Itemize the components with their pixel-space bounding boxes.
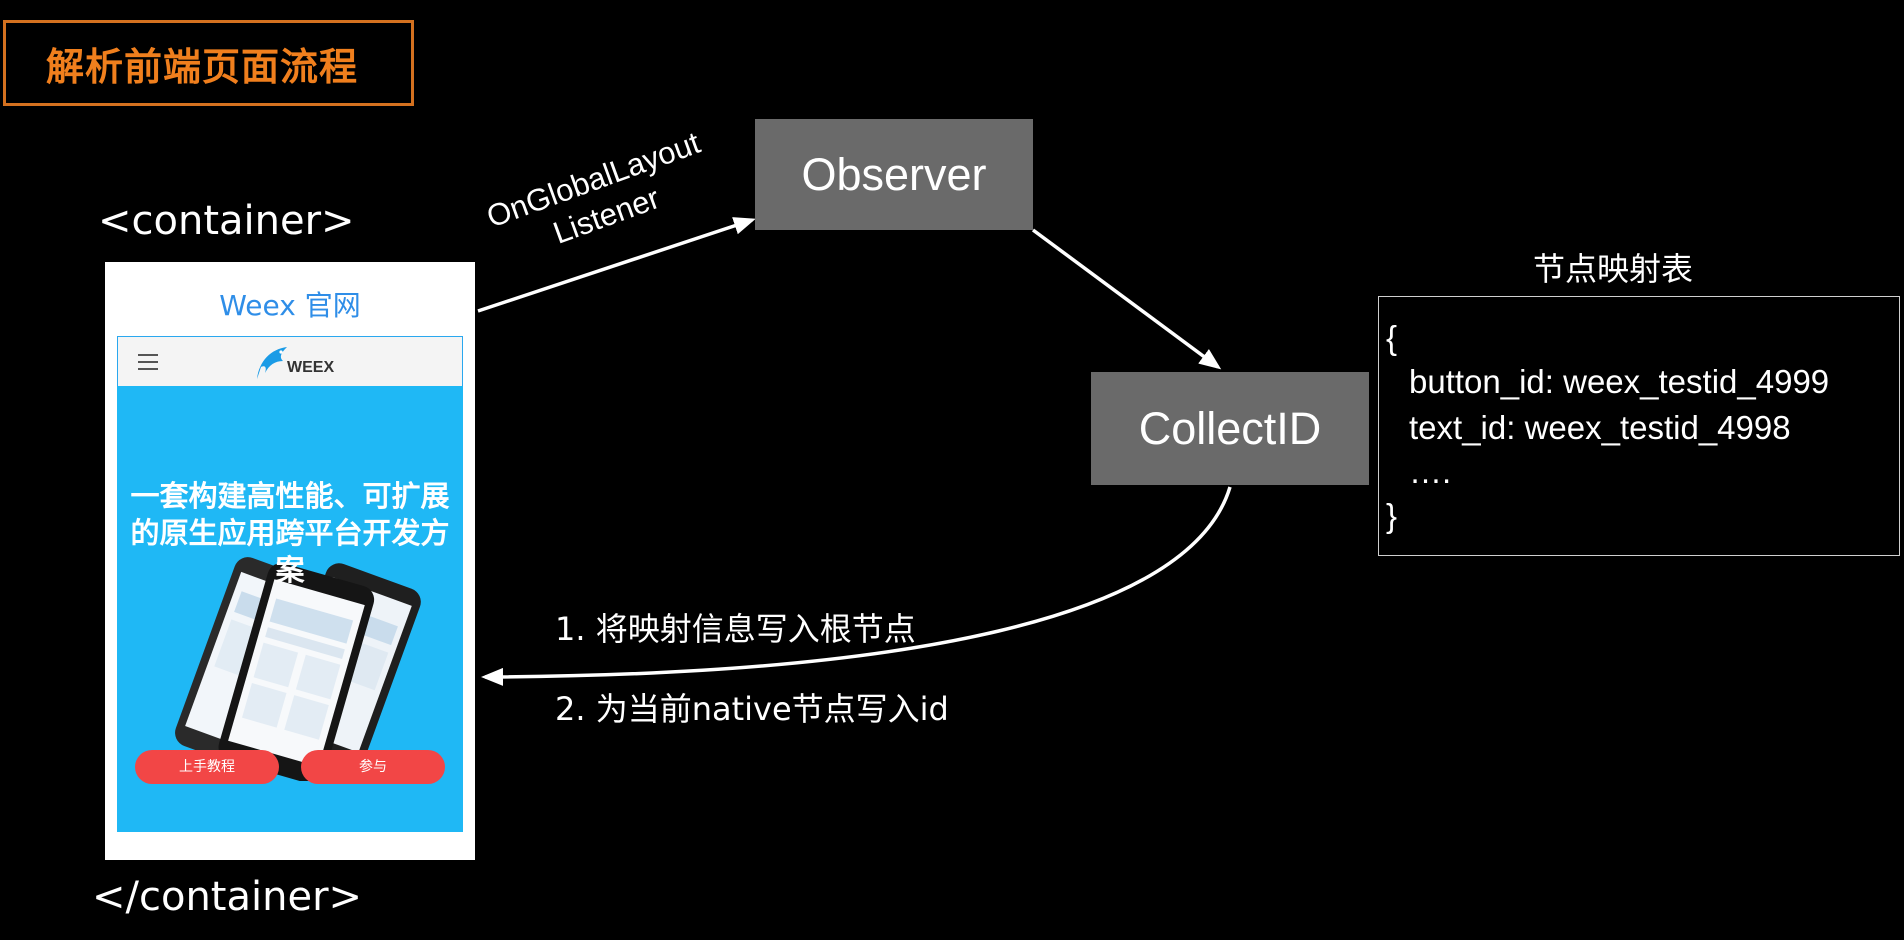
phone-hero: 一套构建高性能、可扩展的原生应用跨平台开发方案 bbox=[117, 386, 463, 832]
diagram-title: 解析前端页面流程 bbox=[46, 44, 359, 89]
mapping-line-ellipsis: …. bbox=[1409, 453, 1452, 490]
hero-text: 一套构建高性能、可扩展的原生应用跨平台开发方案 bbox=[130, 479, 450, 587]
container-close-tag: </container> bbox=[92, 874, 363, 920]
observer-box: Observer bbox=[755, 119, 1033, 230]
phone-navbar: WEEX bbox=[117, 336, 463, 386]
hamburger-menu-icon[interactable] bbox=[138, 354, 158, 370]
listener-label: OnGlobalLayout Listener bbox=[451, 113, 750, 284]
mapping-line-text-id: text_id: weex_testid_4998 bbox=[1409, 409, 1791, 446]
step-1-label: 1. 将映射信息写入根节点 bbox=[555, 610, 916, 648]
mapping-table-box: { button_id: weex_testid_4999 text_id: w… bbox=[1378, 296, 1900, 556]
phone-screenshot: Weex 官网 WEEX 一套构建高性能、可扩展的原生应用跨平台开发方案 bbox=[105, 262, 475, 860]
collectid-box: CollectID bbox=[1091, 372, 1369, 485]
arrow-observer-to-collect bbox=[1031, 228, 1222, 370]
phone-page-title: Weex 官网 bbox=[219, 289, 361, 322]
weex-logo: WEEX bbox=[253, 343, 335, 383]
join-button[interactable]: 参与 bbox=[301, 750, 445, 784]
title-box: 解析前端页面流程 bbox=[3, 20, 414, 106]
phones-illustration bbox=[175, 557, 421, 781]
mapping-line-button-id: button_id: weex_testid_4999 bbox=[1409, 363, 1830, 400]
mapping-close-brace: } bbox=[1386, 497, 1398, 534]
weex-bird-icon bbox=[257, 347, 287, 379]
weex-logo-text: WEEX bbox=[287, 359, 335, 376]
mapping-open-brace: { bbox=[1386, 319, 1398, 356]
step-2-label: 2. 为当前native节点写入id bbox=[555, 690, 949, 728]
container-open-tag: <container> bbox=[98, 198, 355, 244]
mapping-table-title: 节点映射表 bbox=[1532, 250, 1693, 288]
start-tutorial-button[interactable]: 上手教程 bbox=[135, 750, 279, 784]
